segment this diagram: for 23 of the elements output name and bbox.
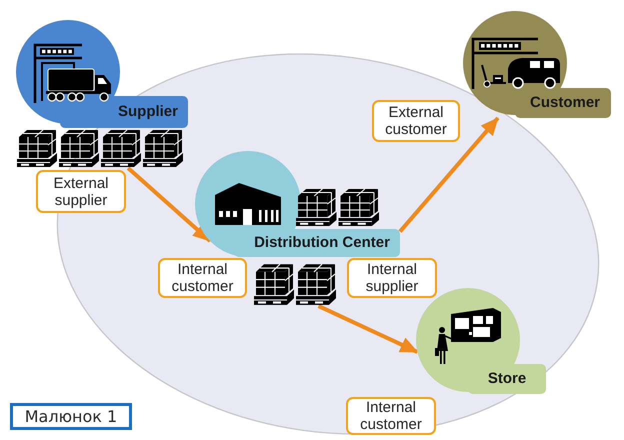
badge-label: Distribution Center [254, 234, 390, 252]
location-badge [416, 288, 546, 394]
location-badge [16, 20, 188, 128]
location-badge [463, 11, 611, 118]
role-callout [36, 170, 126, 213]
role-callout [346, 397, 436, 435]
callout-text: Internal customer [170, 261, 234, 295]
callout-text: Internal customer [359, 399, 423, 433]
badge-label: Supplier [118, 103, 178, 121]
callout-text: Internal supplier [364, 261, 420, 295]
pallet-stack-picture [253, 262, 337, 306]
callout-text: External customer [384, 104, 448, 138]
role-callout [158, 258, 247, 298]
badge-label: Customer [530, 94, 600, 112]
arrow [126, 166, 212, 242]
figure-caption: Малюнок 1 [10, 403, 132, 430]
location-badge [194, 151, 400, 257]
role-callout [372, 100, 460, 142]
pallet-stack-picture [16, 128, 184, 168]
callout-text: External supplier [52, 174, 110, 208]
badge-label: Store [488, 370, 526, 388]
role-callout [347, 258, 437, 298]
arrow [318, 304, 418, 354]
